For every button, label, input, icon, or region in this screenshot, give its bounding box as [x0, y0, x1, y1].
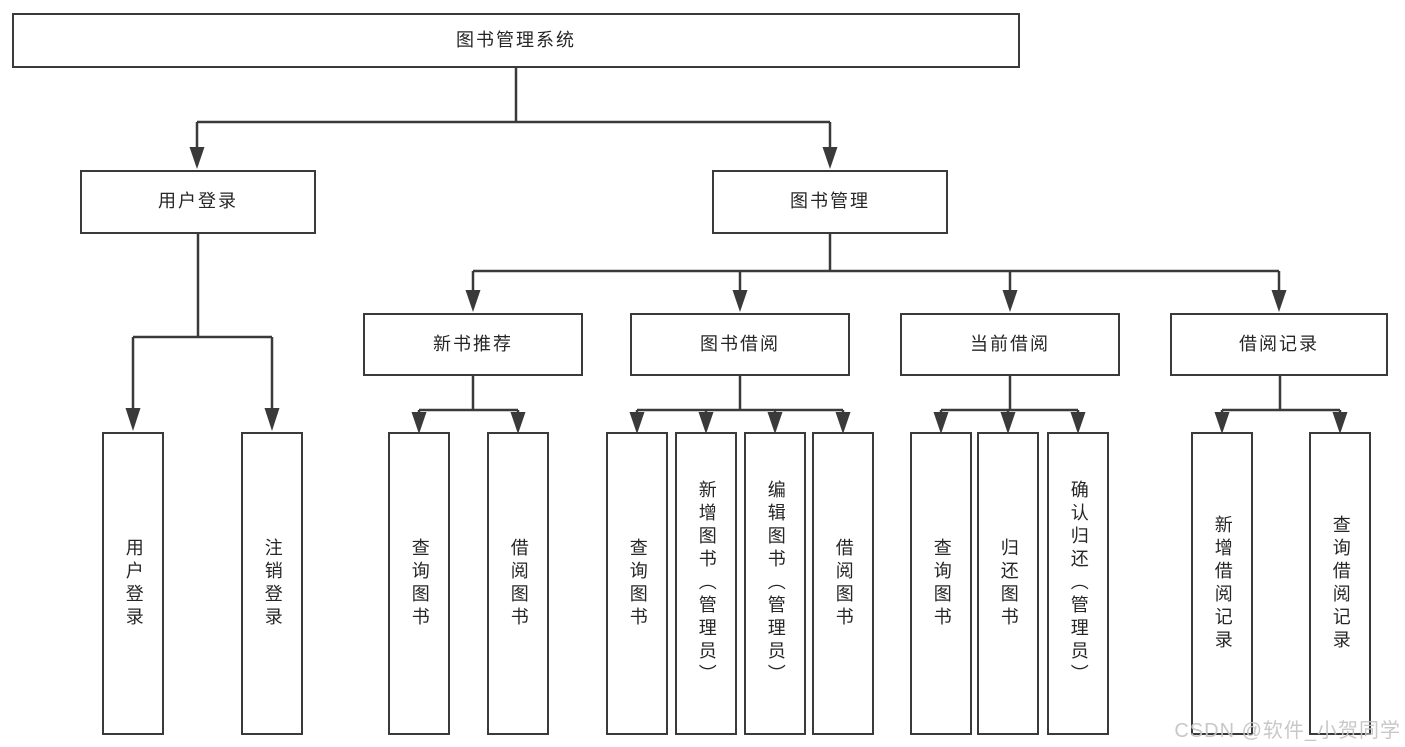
node-label: 编辑图书（管理员） [765, 480, 786, 687]
node-label: 查询图书 [627, 537, 648, 630]
node-leaf-logout-action: 注销登录 [241, 432, 303, 735]
node-leaf-edit-books-admin: 编辑图书（管理员） [744, 432, 806, 735]
node-label: 新增图书（管理员） [696, 480, 717, 687]
node-leaf-borrow-books-1: 借阅图书 [487, 432, 549, 735]
node-label: 注销登录 [262, 537, 283, 630]
node-label: 新书推荐 [433, 333, 513, 354]
node-leaf-query-borrow-record: 查询借阅记录 [1309, 432, 1371, 735]
node-label: 借阅图书 [508, 537, 529, 630]
node-current-borrowing: 当前借阅 [900, 313, 1120, 376]
node-label: 用户登录 [158, 191, 238, 212]
node-book-borrowing: 图书借阅 [630, 313, 850, 376]
node-leaf-add-borrow-record: 新增借阅记录 [1191, 432, 1253, 735]
node-label: 查询图书 [409, 537, 430, 630]
node-leaf-return-books: 归还图书 [977, 432, 1039, 735]
node-label: 用户登录 [123, 537, 144, 630]
node-borrowing-records: 借阅记录 [1170, 313, 1388, 376]
node-leaf-user-login-action: 用户登录 [102, 432, 164, 735]
node-leaf-query-books-1: 查询图书 [388, 432, 450, 735]
node-leaf-add-books-admin: 新增图书（管理员） [675, 432, 737, 735]
node-label: 查询借阅记录 [1330, 514, 1351, 653]
node-leaf-query-books-3: 查询图书 [910, 432, 972, 735]
node-label: 确认归还（管理员） [1068, 480, 1089, 687]
node-label: 借阅记录 [1239, 333, 1319, 354]
node-system-root: 图书管理系统 [12, 13, 1020, 68]
node-label: 新增借阅记录 [1212, 514, 1233, 653]
node-label: 借阅图书 [833, 537, 854, 630]
node-leaf-confirm-return-admin: 确认归还（管理员） [1047, 432, 1109, 735]
node-label: 图书借阅 [700, 333, 780, 354]
node-label: 归还图书 [998, 537, 1019, 630]
node-label: 当前借阅 [970, 333, 1050, 354]
node-leaf-borrow-books-2: 借阅图书 [812, 432, 874, 735]
node-label: 图书管理 [790, 191, 870, 212]
node-label: 查询图书 [931, 537, 952, 630]
csdn-watermark: CSDN @软件_小贺同学 [1174, 720, 1401, 742]
node-user-login: 用户登录 [80, 170, 316, 234]
node-label: 图书管理系统 [456, 29, 576, 50]
node-new-book-recommend: 新书推荐 [363, 313, 583, 376]
node-leaf-query-books-2: 查询图书 [606, 432, 668, 735]
node-book-management: 图书管理 [712, 170, 948, 234]
